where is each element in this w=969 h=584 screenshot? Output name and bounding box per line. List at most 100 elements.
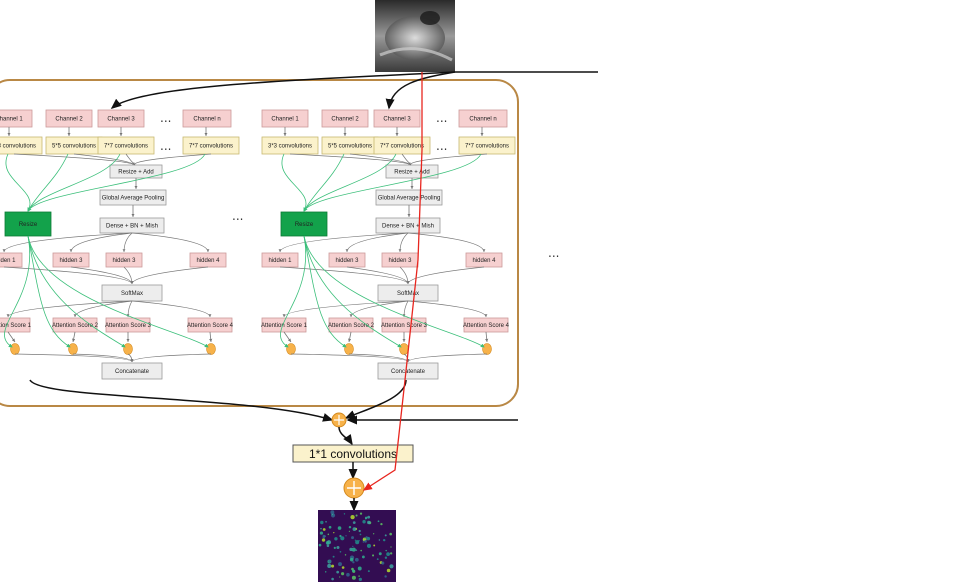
input-branch-arrows	[110, 71, 598, 110]
dense-to-hidden-arrow	[278, 232, 409, 253]
resize-to-multiply-feature-line	[303, 235, 485, 348]
resize-add-label: Resize + Add	[118, 170, 154, 176]
heatmap-speckle	[359, 533, 362, 536]
attention-score-1-label: Attention Score 1	[0, 323, 32, 329]
heatmap-speckle	[331, 513, 334, 516]
heatmap-speckle	[336, 570, 340, 574]
heatmap-speckle	[358, 577, 362, 581]
resize-add-label: Resize + Add	[394, 170, 430, 176]
heatmap-speckle	[358, 529, 361, 533]
output-heatmap-image	[318, 510, 396, 582]
heatmap-speckle	[341, 572, 345, 576]
hidden-4-label: hidden 4	[196, 258, 220, 264]
heatmap-speckle	[320, 520, 324, 525]
attention-to-multiply-arrow	[485, 331, 489, 343]
heatmap-speckle	[339, 534, 342, 538]
heatmap-speckle	[351, 536, 354, 540]
heatmap-speckle	[367, 570, 370, 573]
channel-2-label: Channel 2	[55, 117, 83, 123]
heatmap-speckle	[389, 532, 392, 536]
heatmap-speckle	[372, 533, 375, 535]
block-ellipsis: ...	[232, 209, 243, 223]
heatmap-speckle	[390, 546, 392, 548]
multiply-node-4	[206, 343, 216, 355]
conv-to-resize-add-arrow	[349, 153, 412, 166]
dense-bn-mish-label: Dense + BN + Mish	[106, 224, 158, 230]
softmax-label: SoftMax	[397, 291, 419, 297]
multiply-to-concat-arrow	[406, 353, 488, 363]
multiply-to-concat-arrow	[290, 353, 410, 363]
heatmap-speckle	[358, 575, 360, 577]
heatmap-speckle	[365, 518, 367, 520]
conv-to-resize-feature-line	[281, 153, 308, 212]
conv-to-resize-feature-line	[27, 153, 206, 212]
heatmap-speckle	[367, 520, 371, 525]
attention-score-2-label: Attention Score 2	[52, 323, 99, 329]
softmax-label: SoftMax	[121, 291, 143, 297]
channel-2-label: Channel 2	[331, 117, 359, 123]
heatmap-speckle	[364, 537, 366, 539]
heatmap-speckle	[355, 549, 358, 551]
heatmap-speckle	[338, 562, 342, 567]
channel-5-label: Channel n	[469, 117, 496, 123]
heatmap-speckle	[336, 545, 340, 550]
multiply-node-2	[68, 343, 78, 355]
multiply-to-concat-arrow	[72, 353, 134, 363]
heatmap-speckle	[339, 576, 341, 578]
heatmap-speckle	[372, 554, 375, 557]
heatmap-speckle	[328, 559, 332, 563]
heatmap-speckle	[322, 534, 325, 538]
heatmap-speckle	[357, 566, 362, 571]
dense-to-hidden-arrow	[407, 232, 486, 253]
heatmap-speckle	[348, 525, 352, 529]
heatmap-speckle	[355, 514, 358, 517]
heatmap-speckle	[351, 547, 356, 552]
heatmap-speckle	[321, 538, 326, 542]
attention-to-multiply-arrow	[348, 331, 352, 343]
conv-to-resize-feature-line	[27, 153, 121, 212]
heatmap-speckle	[376, 558, 379, 561]
global-average-pooling-label: Global Average Pooling	[378, 196, 441, 202]
heatmap-speckle	[384, 534, 387, 537]
heatmap-speckle	[354, 539, 356, 541]
heatmap-speckle	[332, 555, 335, 558]
resize-label: Resize	[295, 222, 314, 228]
resize-box	[4, 211, 52, 237]
heatmap-speckle	[319, 531, 324, 535]
dense-to-hidden-arrow	[2, 232, 133, 253]
channel-ellipsis: ...	[160, 111, 171, 125]
attention-score-4-label: Attention Score 4	[187, 323, 234, 329]
channel-3-label: Channel 3	[107, 117, 135, 123]
heatmap-speckle	[318, 543, 322, 547]
multiply-to-concat-arrow	[130, 353, 212, 363]
attention-score-2-label: Attention Score 2	[328, 323, 375, 329]
resize-to-multiply-feature-line	[280, 235, 307, 348]
heatmap-speckle	[350, 514, 355, 520]
conv1x1-label: 1*1 convolutions	[309, 447, 397, 461]
heatmap-speckle	[340, 536, 345, 541]
softmax-to-attention-arrow	[6, 300, 133, 318]
concatenate-label: Concatenate	[115, 369, 150, 375]
hidden-to-softmax-arrow	[406, 266, 485, 285]
heatmap-speckle	[324, 571, 327, 573]
heatmap-speckle	[344, 554, 347, 556]
heatmap-speckle	[352, 561, 355, 564]
resize-box	[280, 211, 328, 237]
resize-to-multiply-feature-line	[27, 235, 209, 348]
hidden-3-label: hidden 3	[112, 258, 136, 264]
conv-to-resize-feature-line	[303, 153, 482, 212]
softmax-to-attention-arrow	[126, 300, 133, 318]
dense-to-hidden-arrow	[398, 232, 409, 253]
multiply-node-3	[399, 343, 409, 355]
heatmap-speckle	[378, 539, 381, 541]
heatmap-speckle	[381, 561, 385, 565]
heatmap-speckle	[365, 536, 368, 539]
resize-to-multiply-feature-line	[27, 235, 71, 348]
heatmap-speckle	[334, 537, 338, 541]
hidden-to-softmax-arrow	[130, 266, 209, 285]
heatmap-speckle	[345, 535, 347, 537]
conv-to-resize-feature-line	[5, 153, 32, 212]
